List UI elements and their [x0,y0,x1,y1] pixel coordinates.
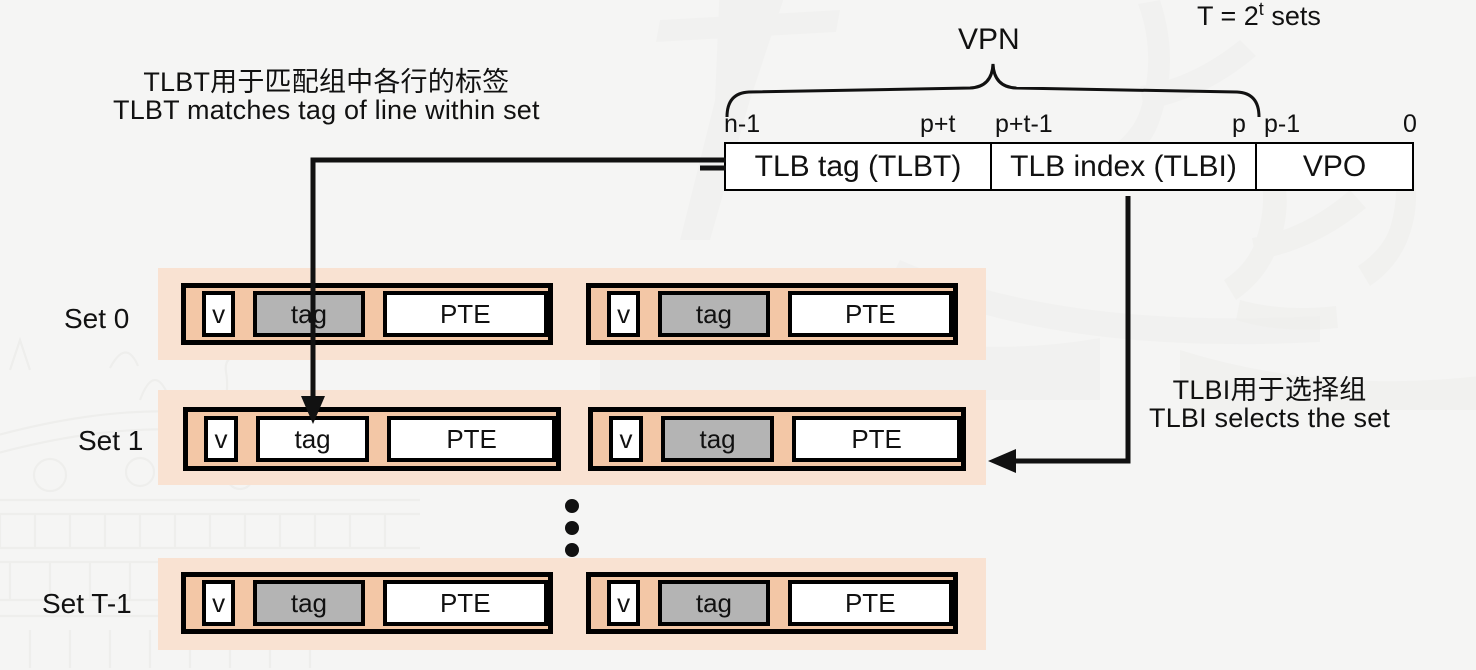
set-label-1: Set 1 [78,425,144,456]
bit-label-p-1: p-1 [1264,110,1301,138]
bit-label-n-1: n-1 [724,110,761,138]
tlbt-annotation-en: TLBT matches tag of line within set [113,95,540,126]
vertical-ellipsis-icon [565,499,579,557]
valid-bit-cell[interactable]: v [202,580,236,626]
tlb-index-field[interactable]: TLB index (TLBI) [992,144,1257,189]
valid-bit-cell[interactable]: v [202,291,236,337]
valid-bit-cell[interactable]: v [607,580,641,626]
bit-label-p-t: p+t [920,110,956,138]
tag-cell[interactable]: tag [658,291,770,337]
pte-cell[interactable]: PTE [792,416,961,462]
bit-label-p-t-1: p+t-1 [995,110,1053,138]
sets-count-exponent: t [1258,0,1264,19]
tlbi-annotation-en: TLBI selects the set [1149,403,1391,434]
tlbt-annotation-cn: TLBT用于匹配组中各行的标签 [143,67,510,97]
pte-cell[interactable]: PTE [387,416,556,462]
pte-cell[interactable]: PTE [787,580,953,626]
bit-label-0: 0 [1403,110,1417,138]
valid-bit-cell[interactable]: v [204,416,238,462]
tag-cell[interactable]: tag [255,416,370,462]
vpn-label: VPN [958,23,1020,56]
tlbt-annotation: TLBT用于匹配组中各行的标签 TLBT matches tag of line… [113,68,540,125]
sets-count-tail: sets [1263,1,1321,31]
pte-cell[interactable]: PTE [382,291,548,337]
tlbi-annotation: TLBI用于选择组 TLBI selects the set [1149,376,1390,433]
vpo-field[interactable]: VPO [1302,149,1367,183]
valid-bit-cell[interactable]: v [607,291,641,337]
tag-cell[interactable]: tag [658,580,770,626]
tlb-tag-field[interactable]: TLB tag (TLBT) [726,144,992,189]
sets-count-base: T = 2 [1197,1,1259,31]
tag-cell[interactable]: tag [253,291,365,337]
bit-label-p: p [1232,110,1246,138]
curly-brace-icon [725,63,1261,118]
virtual-address-field-box: TLB tag (TLBT) TLB index (TLBI) VPO [724,142,1414,191]
valid-bit-cell[interactable]: v [609,416,643,462]
pte-cell[interactable]: PTE [382,580,548,626]
set-label-2: Set T-1 [42,588,132,619]
arrow-left-icon [988,196,1131,473]
tlbi-annotation-cn: TLBI用于选择组 [1172,375,1367,405]
tag-cell[interactable]: tag [253,580,365,626]
sets-count-annotation: T = 2t sets [1197,0,1321,30]
pte-cell[interactable]: PTE [787,291,953,337]
set-label-0: Set 0 [64,303,130,334]
tag-cell[interactable]: tag [660,416,775,462]
